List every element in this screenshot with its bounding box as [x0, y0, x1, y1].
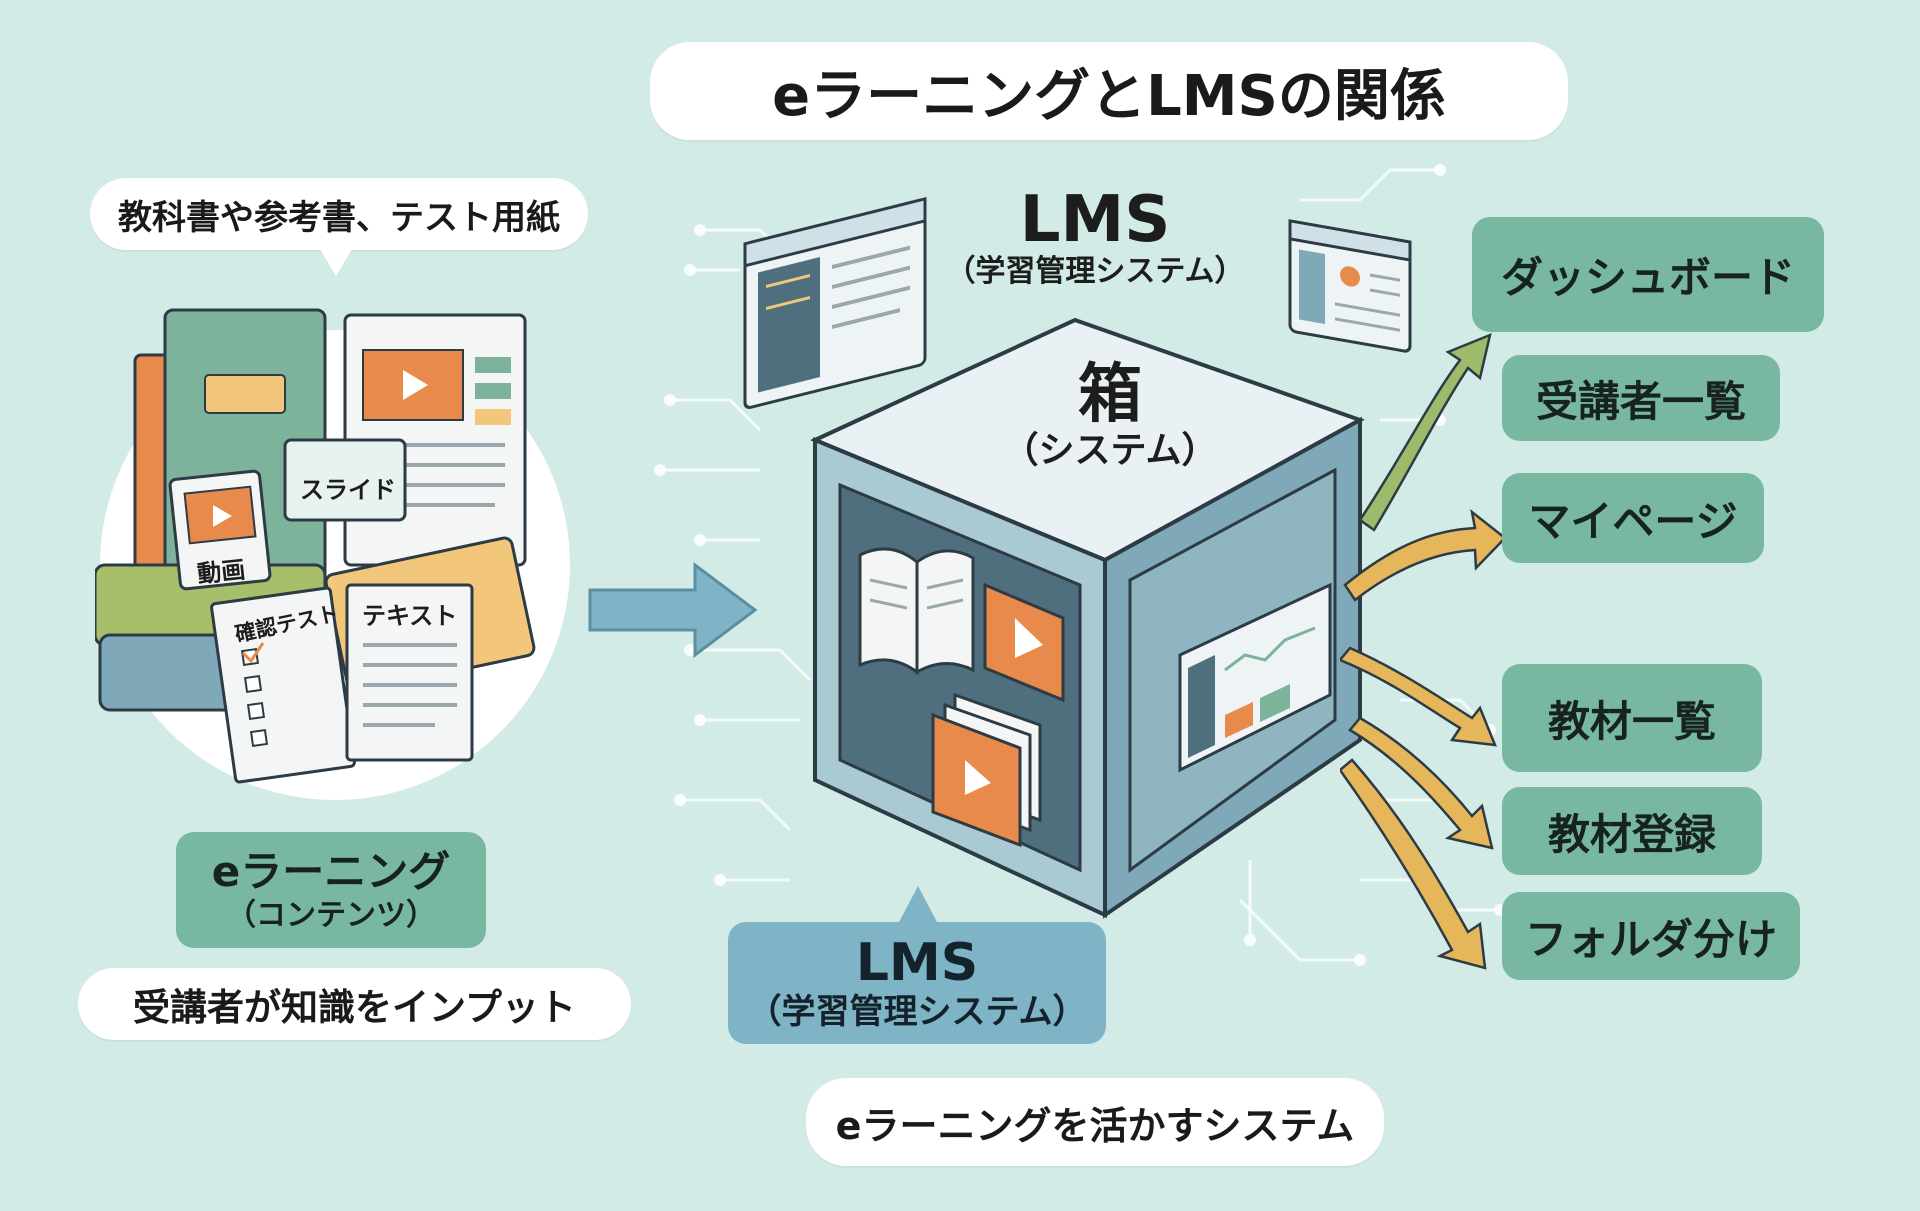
arrow-register	[1348, 716, 1494, 850]
text-label: テキスト	[362, 602, 458, 630]
materials-bubble: 教科書や参考書、テスト用紙	[90, 178, 588, 250]
feature-student-list: 受講者一覧	[1502, 355, 1780, 441]
box-name: 箱	[1078, 358, 1142, 432]
lms-box-pointer	[898, 886, 938, 924]
feature-mypage: マイページ	[1502, 473, 1764, 563]
box-sub: （システム）	[1002, 430, 1218, 471]
elearning-name: eラーニング	[211, 847, 451, 896]
floating-screen-left	[743, 197, 927, 409]
lms-top-name: LMS	[1019, 183, 1171, 257]
arrow-dashboard	[1358, 332, 1492, 532]
cube-label: 箱 （システム）	[950, 360, 1270, 472]
bubble-tail	[318, 246, 354, 276]
folder-icon	[931, 692, 1042, 848]
text-sheet	[345, 583, 474, 762]
slide-label: スライド	[300, 476, 396, 504]
feature-material-list: 教材一覧	[1502, 664, 1762, 772]
lms-top-sub: （学習管理システム）	[945, 254, 1245, 289]
content-illustration	[95, 308, 570, 800]
quiz-sheet	[210, 586, 356, 784]
slide-card	[283, 438, 407, 522]
floating-screen-right	[1288, 219, 1412, 353]
lms-top-label: LMS （学習管理システム）	[930, 186, 1260, 290]
lms-bottom-sub: （学習管理システム）	[747, 992, 1087, 1032]
lms-bottom-name: LMS	[855, 933, 979, 993]
feature-dashboard: ダッシュボード	[1472, 217, 1824, 332]
feature-material-register: 教材登録	[1502, 787, 1762, 875]
dashboard-screen-icon	[1178, 582, 1332, 773]
lms-caption: eラーニングを活かすシステム	[806, 1078, 1384, 1166]
arrow-folder	[1340, 758, 1487, 970]
video-icon	[983, 582, 1065, 703]
page-title: eラーニングとLMSの関係	[650, 42, 1568, 140]
open-book-icon	[858, 547, 975, 675]
elearning-caption: 受講者が知識をインプット	[78, 968, 631, 1040]
video-label: 動画	[195, 555, 247, 589]
lms-bottom-box: LMS （学習管理システム）	[728, 922, 1106, 1044]
flow-arrow	[588, 562, 758, 658]
elearning-sub: （コンテンツ）	[226, 898, 436, 933]
elearning-box: eラーニング （コンテンツ）	[176, 832, 486, 948]
feature-folder: フォルダ分け	[1502, 892, 1800, 980]
arrow-list	[1340, 646, 1497, 747]
system-cube	[810, 317, 1365, 919]
feature-arrows	[1340, 332, 1507, 970]
